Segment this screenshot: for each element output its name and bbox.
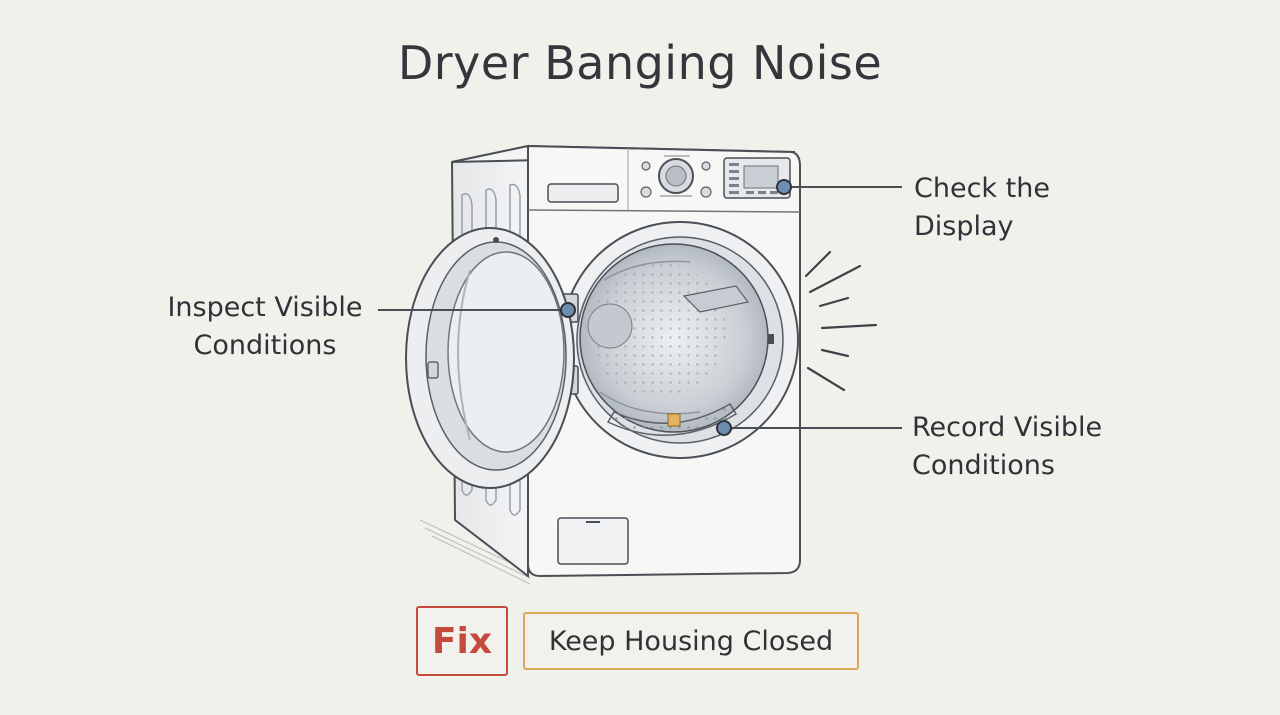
callout-check-display-line1: Check the xyxy=(914,173,1050,204)
display-callout-dot xyxy=(776,179,792,195)
callout-record-line2: Conditions xyxy=(912,450,1055,481)
fix-instruction: Keep Housing Closed xyxy=(523,612,859,670)
callout-record-line1: Record Visible xyxy=(912,412,1103,443)
callout-check-display-line2: Display xyxy=(914,211,1014,242)
callout-record-conditions: Record Visible Conditions xyxy=(912,409,1102,485)
fix-badge: Fix xyxy=(416,606,508,676)
inspect-callout-dot xyxy=(560,302,576,318)
kick-panel xyxy=(557,517,629,565)
callout-inspect-conditions: Inspect Visible Conditions xyxy=(160,289,370,365)
lint-filter xyxy=(606,402,738,436)
drawer xyxy=(547,183,619,203)
callout-dots xyxy=(560,179,792,436)
callout-leaders xyxy=(378,186,902,429)
callout-inspect-line1: Inspect Visible xyxy=(167,292,363,323)
callout-check-display: Check the Display xyxy=(914,170,1050,246)
page-title: Dryer Banging Noise xyxy=(397,36,883,90)
callout-inspect-line2: Conditions xyxy=(193,330,337,361)
noise-lines xyxy=(804,250,878,392)
record-callout-dot xyxy=(716,420,732,436)
